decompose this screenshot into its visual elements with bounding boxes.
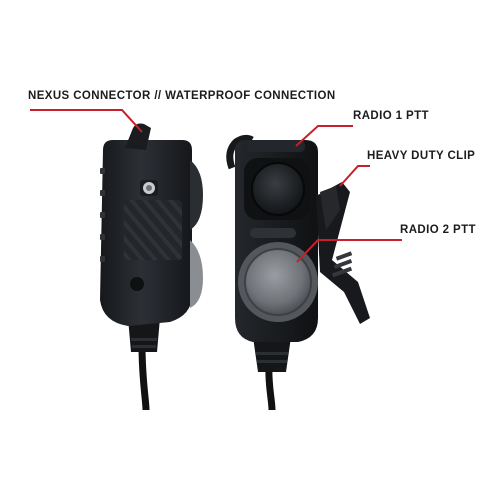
- leader-lines: [30, 109, 402, 263]
- heavy-duty-clip: [316, 182, 370, 324]
- leader-clip: [339, 165, 370, 187]
- leader-nexus: [30, 109, 143, 133]
- right-device: [226, 134, 318, 411]
- callout-radio-1-ptt: RADIO 1 PTT: [353, 110, 429, 122]
- callout-radio-2-ptt: RADIO 2 PTT: [400, 224, 476, 236]
- leader-radio2: [296, 239, 402, 263]
- callout-nexus-connector: NEXUS CONNECTOR // WATERPROOF CONNECTION: [28, 90, 336, 102]
- left-device: [100, 123, 203, 411]
- leader-radio1: [295, 125, 353, 147]
- callout-heavy-duty-clip: HEAVY DUTY CLIP: [367, 150, 476, 162]
